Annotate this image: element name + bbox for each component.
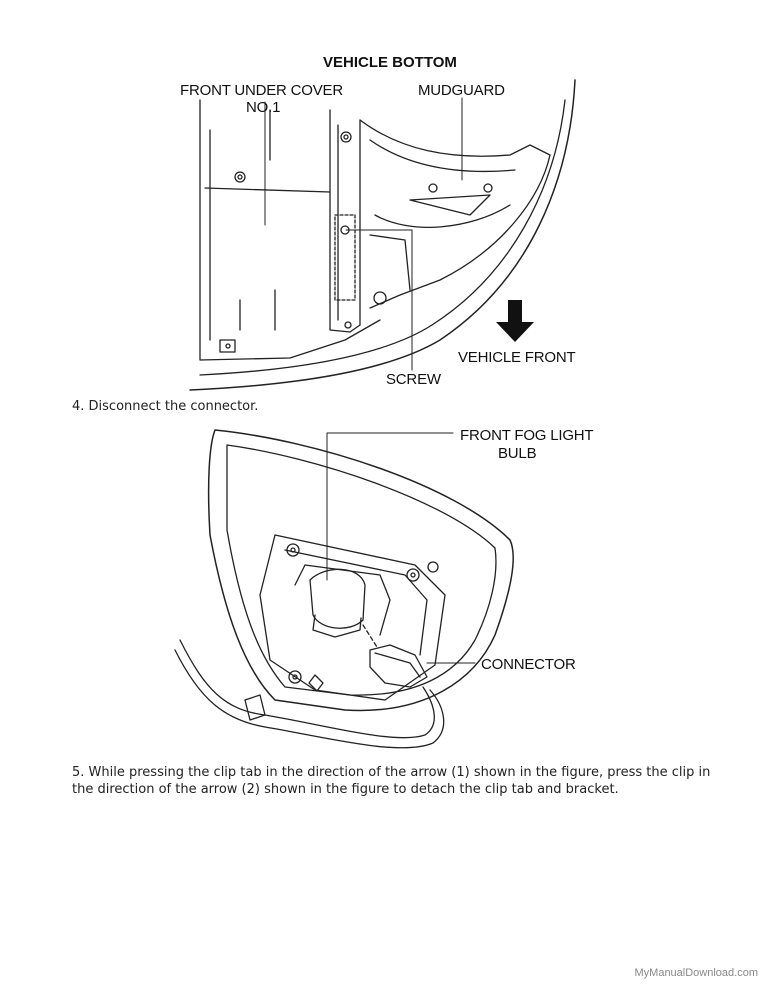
label-vehicle-front: VEHICLE FRONT bbox=[458, 349, 575, 366]
label-front-under-cover: FRONT UNDER COVER bbox=[180, 82, 343, 99]
vehicle-bottom-figure: VEHICLE BOTTOM FRONT UNDER COVER NO.1 MU… bbox=[180, 54, 576, 391]
watermark: MyManualDownload.com bbox=[634, 967, 759, 979]
figure-title: VEHICLE BOTTOM bbox=[323, 54, 457, 71]
label-mudguard: MUDGUARD bbox=[418, 82, 505, 99]
step-4-text: 4. Disconnect the connector. bbox=[72, 399, 259, 414]
label-fog-light-bulb: FRONT FOG LIGHT bbox=[460, 427, 593, 444]
step-5-text: 5. While pressing the clip tab in the di… bbox=[72, 765, 711, 797]
label-screw: SCREW bbox=[386, 371, 442, 388]
arrow-down-icon bbox=[496, 300, 534, 342]
label-front-under-cover-no: NO.1 bbox=[246, 99, 280, 116]
label-fog-light-bulb-2: BULB bbox=[498, 445, 537, 462]
label-connector: CONNECTOR bbox=[481, 656, 576, 673]
fog-light-figure: FRONT FOG LIGHT BULB CONNECTOR bbox=[174, 427, 594, 749]
